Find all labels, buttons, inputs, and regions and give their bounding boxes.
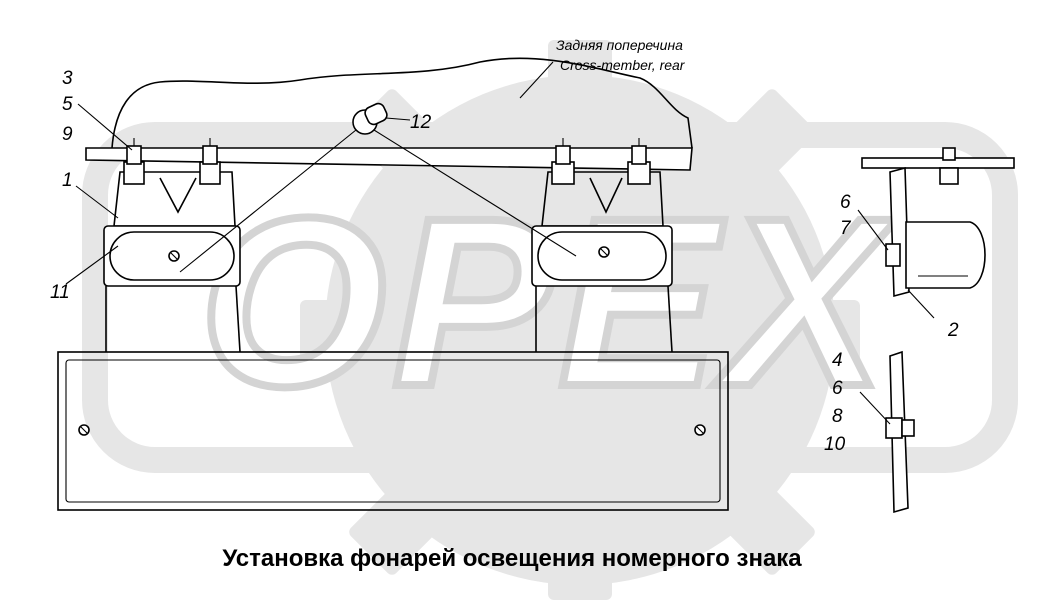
note-ru: Задняя поперечина — [556, 37, 683, 53]
watermark-frame — [82, 122, 1018, 473]
callout-7: 7 — [840, 218, 852, 239]
callout-4: 4 — [832, 350, 843, 371]
callout-12: 12 — [410, 112, 432, 133]
callout-10: 10 — [824, 434, 846, 455]
callout-6-lower: 6 — [832, 378, 843, 399]
callout-9: 9 — [62, 124, 73, 145]
watermark: OPEX — [82, 40, 1018, 600]
diagram-caption: Установка фонарей освещения номерного зн… — [222, 545, 802, 572]
bulb-item-12 — [179, 102, 577, 273]
cross-member-note: Задняя поперечина Cross-member, rear — [556, 37, 686, 73]
callout-8: 8 — [832, 406, 843, 427]
watermark-text: OPEX — [200, 168, 898, 436]
right-lamp-assembly — [531, 138, 673, 353]
callout-11: 11 — [50, 282, 70, 303]
side-view — [861, 147, 1015, 514]
leader-lines — [65, 61, 935, 425]
callout-3: 3 — [62, 68, 73, 89]
callout-5: 5 — [62, 94, 73, 115]
cross-member-rear — [85, 57, 693, 171]
note-en: Cross-member, rear — [560, 57, 686, 73]
left-lamp-assembly — [103, 138, 241, 353]
license-plate — [57, 351, 729, 511]
callout-2: 2 — [947, 320, 959, 341]
callout-6-upper: 6 — [840, 192, 851, 213]
callout-1: 1 — [62, 170, 73, 191]
callouts: 3 5 9 1 11 12 6 7 2 4 6 8 10 — [50, 68, 959, 455]
